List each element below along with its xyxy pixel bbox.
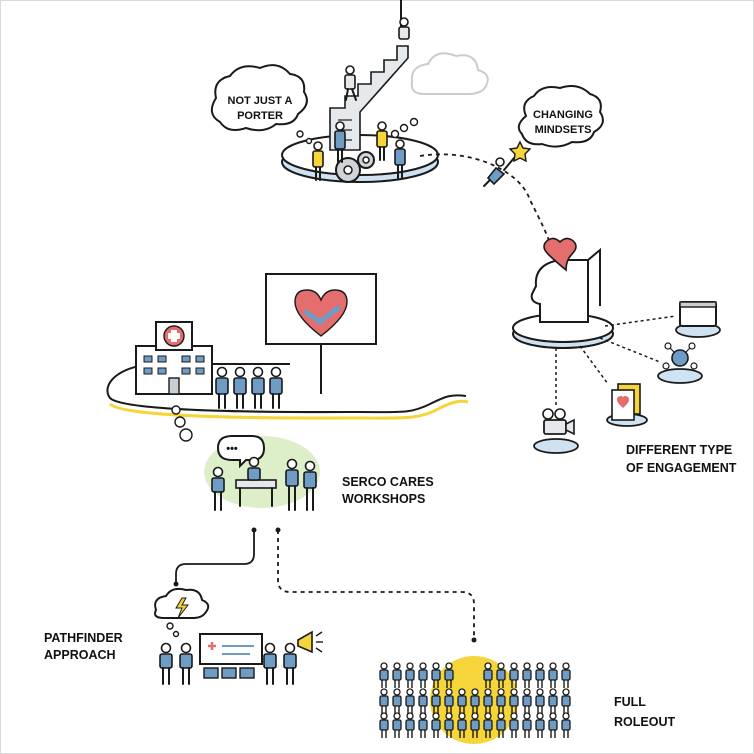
crowd-person	[548, 662, 558, 688]
engagement-channels: DIFFERENT TYPE OF ENGAGEMENT	[533, 301, 737, 475]
crowd-person	[509, 688, 519, 714]
pathfinder-people	[159, 642, 297, 685]
network-icon	[657, 342, 703, 384]
gears-icon	[335, 151, 375, 183]
head-platform	[512, 237, 614, 349]
crowd-person	[535, 712, 545, 738]
crowd-person	[405, 662, 415, 688]
serco-cares-line2: WORKSHOPS	[342, 492, 425, 506]
crowd-person	[522, 688, 532, 714]
different-engagement-line1: DIFFERENT TYPE	[626, 443, 732, 457]
serco-cares-line1: SERCO CARES	[342, 475, 434, 489]
crowd-person	[483, 688, 493, 714]
heart-card-icon	[606, 383, 648, 427]
laptop-icon	[675, 301, 721, 338]
crowd-person	[522, 662, 532, 688]
crowd-person	[548, 688, 558, 714]
speech-dots: •••	[226, 443, 238, 455]
crowd-person	[496, 712, 506, 738]
not-just-a-porter-line1: NOT JUST A	[228, 95, 293, 107]
crowd-person	[496, 662, 506, 688]
crowd-person	[431, 712, 441, 738]
crowd-person	[392, 688, 402, 714]
crowd-person	[483, 662, 493, 688]
crowd-person	[509, 712, 519, 738]
crowd-person	[457, 688, 467, 714]
full-rollout-crowd: FULL ROLEOUT	[379, 656, 675, 744]
pathfinder-line1: PATHFINDER	[44, 631, 123, 645]
crowd-person	[431, 688, 441, 714]
crowd-person	[379, 712, 389, 738]
crowd-person	[444, 712, 454, 738]
serco-cares-workshop: ••• SERCO CARES WORKSHOPS	[204, 435, 434, 511]
pathfinder-scene: PATHFINDER APPROACH	[44, 587, 323, 685]
crowd-person	[392, 662, 402, 688]
cloud-icon	[410, 52, 489, 95]
crowd-person	[496, 688, 506, 714]
crowd-person	[522, 712, 532, 738]
crowd-person	[418, 662, 428, 688]
crowd-person	[405, 688, 415, 714]
crowd-person	[418, 712, 428, 738]
star-reacher	[483, 140, 532, 187]
crowd-person	[457, 712, 467, 738]
crowd-person	[535, 688, 545, 714]
crowd-person	[379, 662, 389, 688]
changing-mindsets-bubble: CHANGING MINDSETS	[517, 85, 604, 148]
changing-mindsets-line2: MINDSETS	[535, 124, 592, 136]
crowd-person	[444, 688, 454, 714]
heart-handshake-icon	[265, 273, 377, 394]
crowd-person	[418, 688, 428, 714]
top-platform-scene	[281, 0, 489, 183]
crowd-person	[405, 712, 415, 738]
not-just-a-porter-bubble: NOT JUST A PORTER	[210, 64, 313, 145]
crowd-person	[561, 662, 571, 688]
workshop-people	[211, 456, 317, 511]
crowd-person	[379, 688, 389, 714]
megaphone-icon	[297, 630, 313, 654]
crowd-person	[561, 712, 571, 738]
team-figures	[312, 17, 410, 181]
changing-mindsets-line1: CHANGING	[533, 109, 593, 121]
head-heart-icon	[530, 237, 601, 323]
workshop-connectors	[173, 527, 477, 643]
crowd-person	[470, 712, 480, 738]
crowd-person	[470, 688, 480, 714]
crowd-person	[509, 662, 519, 688]
crowd-person	[431, 662, 441, 688]
full-rollout-line2: ROLEOUT	[614, 715, 675, 729]
crowd-person	[444, 662, 454, 688]
video-camera-icon	[533, 408, 579, 454]
not-just-a-porter-line2: PORTER	[237, 110, 283, 122]
different-engagement-line2: OF ENGAGEMENT	[626, 461, 737, 475]
full-rollout-line1: FULL	[614, 695, 646, 709]
crowd-person	[535, 662, 545, 688]
hospital-path-scene	[106, 273, 469, 442]
crowd-person	[392, 712, 402, 738]
star-icon	[508, 140, 532, 163]
crowd-person	[548, 712, 558, 738]
crowd-person	[483, 712, 493, 738]
pathfinder-line2: APPROACH	[44, 648, 116, 662]
crowd-person	[561, 688, 571, 714]
hospital-icon	[135, 321, 213, 395]
staff-group	[215, 366, 283, 409]
